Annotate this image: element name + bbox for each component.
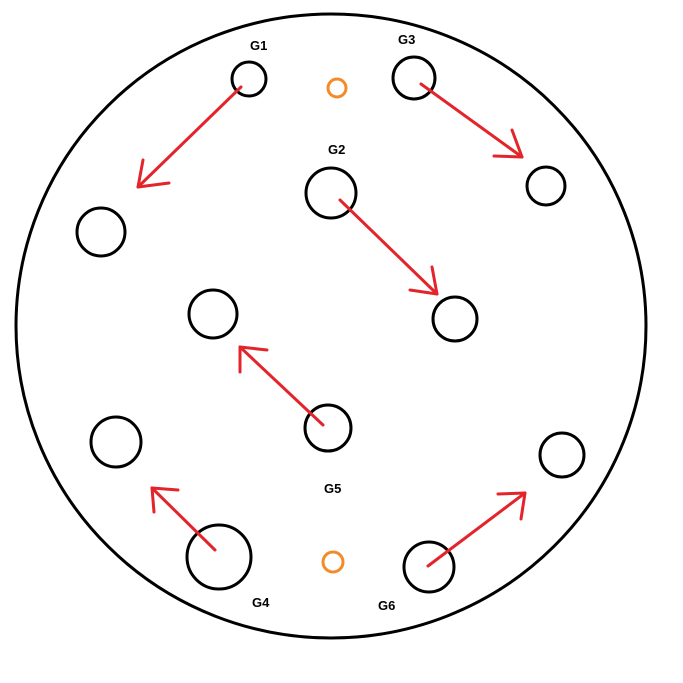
g6-label: G6 <box>378 598 395 613</box>
g6-circle <box>402 540 456 594</box>
g2-arrow <box>338 198 439 296</box>
g5-label: G5 <box>324 481 341 496</box>
outer-boundary-circle <box>14 12 648 640</box>
g2-circle <box>304 166 358 220</box>
g1-label: G1 <box>250 38 267 53</box>
g6-target-circle <box>538 431 586 479</box>
g1-arrow <box>136 85 243 189</box>
g4-circle <box>185 523 253 591</box>
g3-circle <box>391 55 437 101</box>
g2-target-circle <box>431 295 479 343</box>
g3-label: G3 <box>398 32 415 47</box>
g4-target-circle <box>89 415 143 469</box>
g6-arrow <box>426 491 527 568</box>
bottom-marker-dot <box>321 550 345 574</box>
g3-arrow <box>419 82 524 159</box>
g3-target-circle <box>525 165 567 207</box>
g5-target-circle <box>187 288 239 340</box>
g5-circle <box>303 403 353 453</box>
g1-target-circle <box>75 206 127 258</box>
g4-label: G4 <box>252 595 270 610</box>
g4-arrow <box>150 486 217 552</box>
top-marker-dot <box>326 77 348 99</box>
g5-arrow <box>238 345 325 427</box>
g1-circle <box>230 60 268 98</box>
g2-label: G2 <box>328 142 345 157</box>
